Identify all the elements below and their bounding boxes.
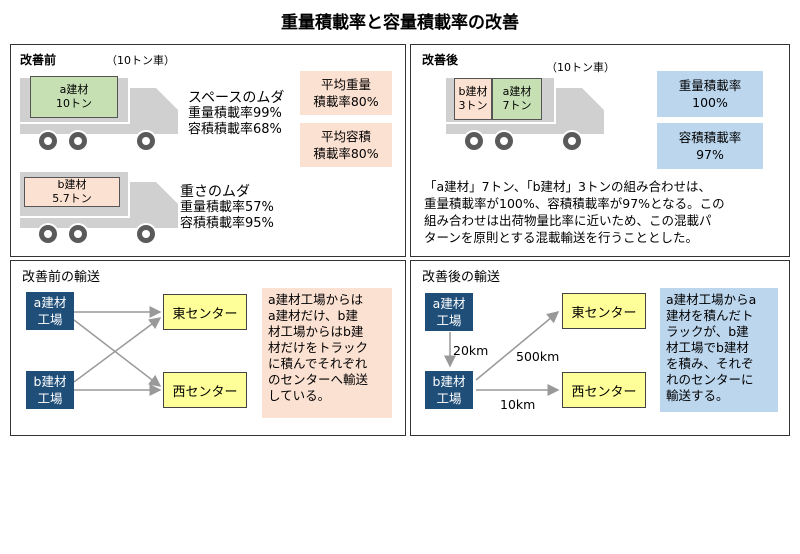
cargo-b-5-7t: b建材 5.7トン — [24, 177, 120, 207]
center-east-before: 東センター — [163, 294, 247, 330]
factory-b-after-line2: 工場 — [436, 391, 462, 406]
center-west-after: 西センター — [562, 372, 646, 408]
transport-after-label: 改善後の輸送 — [422, 270, 501, 285]
cargo-a-7t: a建材 7トン — [492, 78, 542, 120]
after-desc-line: 重量積載率が100%、容積積載率が97%となる。この — [424, 196, 725, 211]
cargo-a-weight: 10トン — [56, 97, 92, 110]
truck-2-heading: 重さのムダ — [180, 184, 250, 200]
after-volume-box: 容積積載率 97% — [657, 123, 763, 169]
truck-1-info: スペースのムダ 重量積載率99% 容積積載率68% — [188, 90, 284, 138]
cargo-a-after-weight: 7トン — [502, 99, 532, 112]
factory-a-line2: 工場 — [37, 312, 63, 327]
after-volume-line2: 97% — [696, 147, 724, 162]
panel-after-label: 改善後 — [422, 53, 459, 67]
truck-note-after: （10トン車） — [546, 61, 615, 74]
cargo-b-after-name: b建材 — [458, 85, 488, 98]
truck-2-volume-rate: 容積積載率95% — [180, 216, 274, 231]
tb-desc-line: 材だけをトラック — [268, 340, 369, 355]
after-volume-line1: 容積積載率 — [678, 130, 742, 145]
tb-desc-line: に積んでそれぞれ — [268, 356, 368, 371]
panel-before-label: 改善前 — [20, 53, 57, 67]
avg-weight-line2: 積載率80% — [313, 94, 379, 109]
ta-desc-line: 輸送する。 — [666, 388, 729, 403]
ta-desc-line: 建材を積んだト — [666, 308, 754, 323]
after-desc-line: ターンを原則とする混載輸送を行うこととした。 — [424, 230, 699, 245]
avg-volume-box: 平均容積 積載率80% — [300, 123, 392, 167]
ta-desc-line: ラックが、b建 — [666, 324, 749, 339]
tb-desc-line: のセンターへ輸送 — [268, 372, 369, 387]
truck-2-weight-rate: 重量積載率57% — [180, 200, 274, 215]
avg-volume-line1: 平均容積 — [320, 129, 371, 144]
tb-desc-line: 材工場からはb建 — [268, 324, 364, 339]
ta-desc-line: a建材工場からa — [666, 292, 757, 307]
cargo-a-name: a建材 — [59, 83, 89, 96]
transport-before-description: a建材工場からは a建材だけ、b建 材工場からはb建 材だけをトラック に積んで… — [262, 288, 392, 418]
transport-before-label: 改善前の輸送 — [22, 270, 101, 285]
factory-a-after: a建材 工場 — [425, 293, 473, 331]
factory-a-after-line1: a建材 — [432, 296, 466, 311]
after-desc-line: 組み合わせは出荷物量比率に近いため、この混載パ — [424, 213, 712, 228]
cargo-a-10t: a建材 10トン — [30, 76, 118, 118]
page-title: 重量積載率と容量積載率の改善 — [281, 13, 519, 33]
factory-a-line1: a建材 — [33, 295, 67, 310]
avg-weight-line1: 平均重量 — [320, 77, 371, 92]
cargo-b-after-weight: 3トン — [458, 99, 488, 112]
avg-volume-line2: 積載率80% — [313, 146, 379, 161]
distance-east: 500km — [516, 349, 560, 364]
factory-a-before: a建材 工場 — [26, 292, 74, 330]
ta-desc-line: を積み、それぞ — [666, 356, 754, 371]
ta-desc-line: 材工場でb建材 — [666, 340, 749, 355]
distance-west: 10km — [500, 397, 536, 412]
factory-a-after-line2: 工場 — [436, 313, 462, 328]
avg-weight-box: 平均重量 積載率80% — [300, 71, 392, 115]
tb-desc-line: a建材工場からは — [268, 292, 364, 307]
ta-desc-line: れのセンターに — [666, 372, 754, 387]
cargo-b-3t: b建材 3トン — [454, 78, 492, 120]
after-description: 「a建材」7トン、「b建材」3トンの組み合わせは、 重量積載率が100%、容積積… — [424, 178, 786, 246]
transport-after-description: a建材工場からa 建材を積んだト ラックが、b建 材工場でb建材 を積み、それぞ… — [660, 288, 778, 412]
center-west-before: 西センター — [163, 372, 247, 408]
factory-b-before: b建材 工場 — [26, 371, 74, 409]
transport-before-arrows — [73, 306, 162, 396]
distance-ab: 20km — [453, 343, 489, 358]
factory-b-after: b建材 工場 — [425, 371, 473, 409]
factory-b-line1: b建材 — [33, 374, 67, 389]
cargo-b-weight: 5.7トン — [52, 192, 92, 205]
truck-2-info: 重さのムダ 重量積載率57% 容積積載率95% — [180, 184, 274, 232]
after-weight-box: 重量積載率 100% — [657, 71, 763, 117]
after-desc-line: 「a建材」7トン、「b建材」3トンの組み合わせは、 — [424, 179, 712, 194]
cargo-a-after-name: a建材 — [502, 85, 532, 98]
factory-b-after-line1: b建材 — [432, 374, 466, 389]
truck-1-volume-rate: 容積積載率68% — [188, 122, 282, 137]
cargo-b-name: b建材 — [57, 178, 87, 191]
truck-1-weight-rate: 重量積載率99% — [188, 106, 282, 121]
truck-1-heading: スペースのムダ — [188, 90, 285, 106]
after-weight-line2: 100% — [692, 95, 728, 110]
factory-b-line2: 工場 — [37, 391, 63, 406]
truck-note: （10トン車） — [106, 54, 175, 67]
after-weight-line1: 重量積載率 — [678, 78, 742, 93]
center-east-after: 東センター — [562, 293, 646, 329]
transport-after-arrows — [444, 311, 560, 396]
tb-desc-line: a建材だけ、b建 — [268, 308, 358, 323]
tb-desc-line: している。 — [268, 388, 331, 403]
